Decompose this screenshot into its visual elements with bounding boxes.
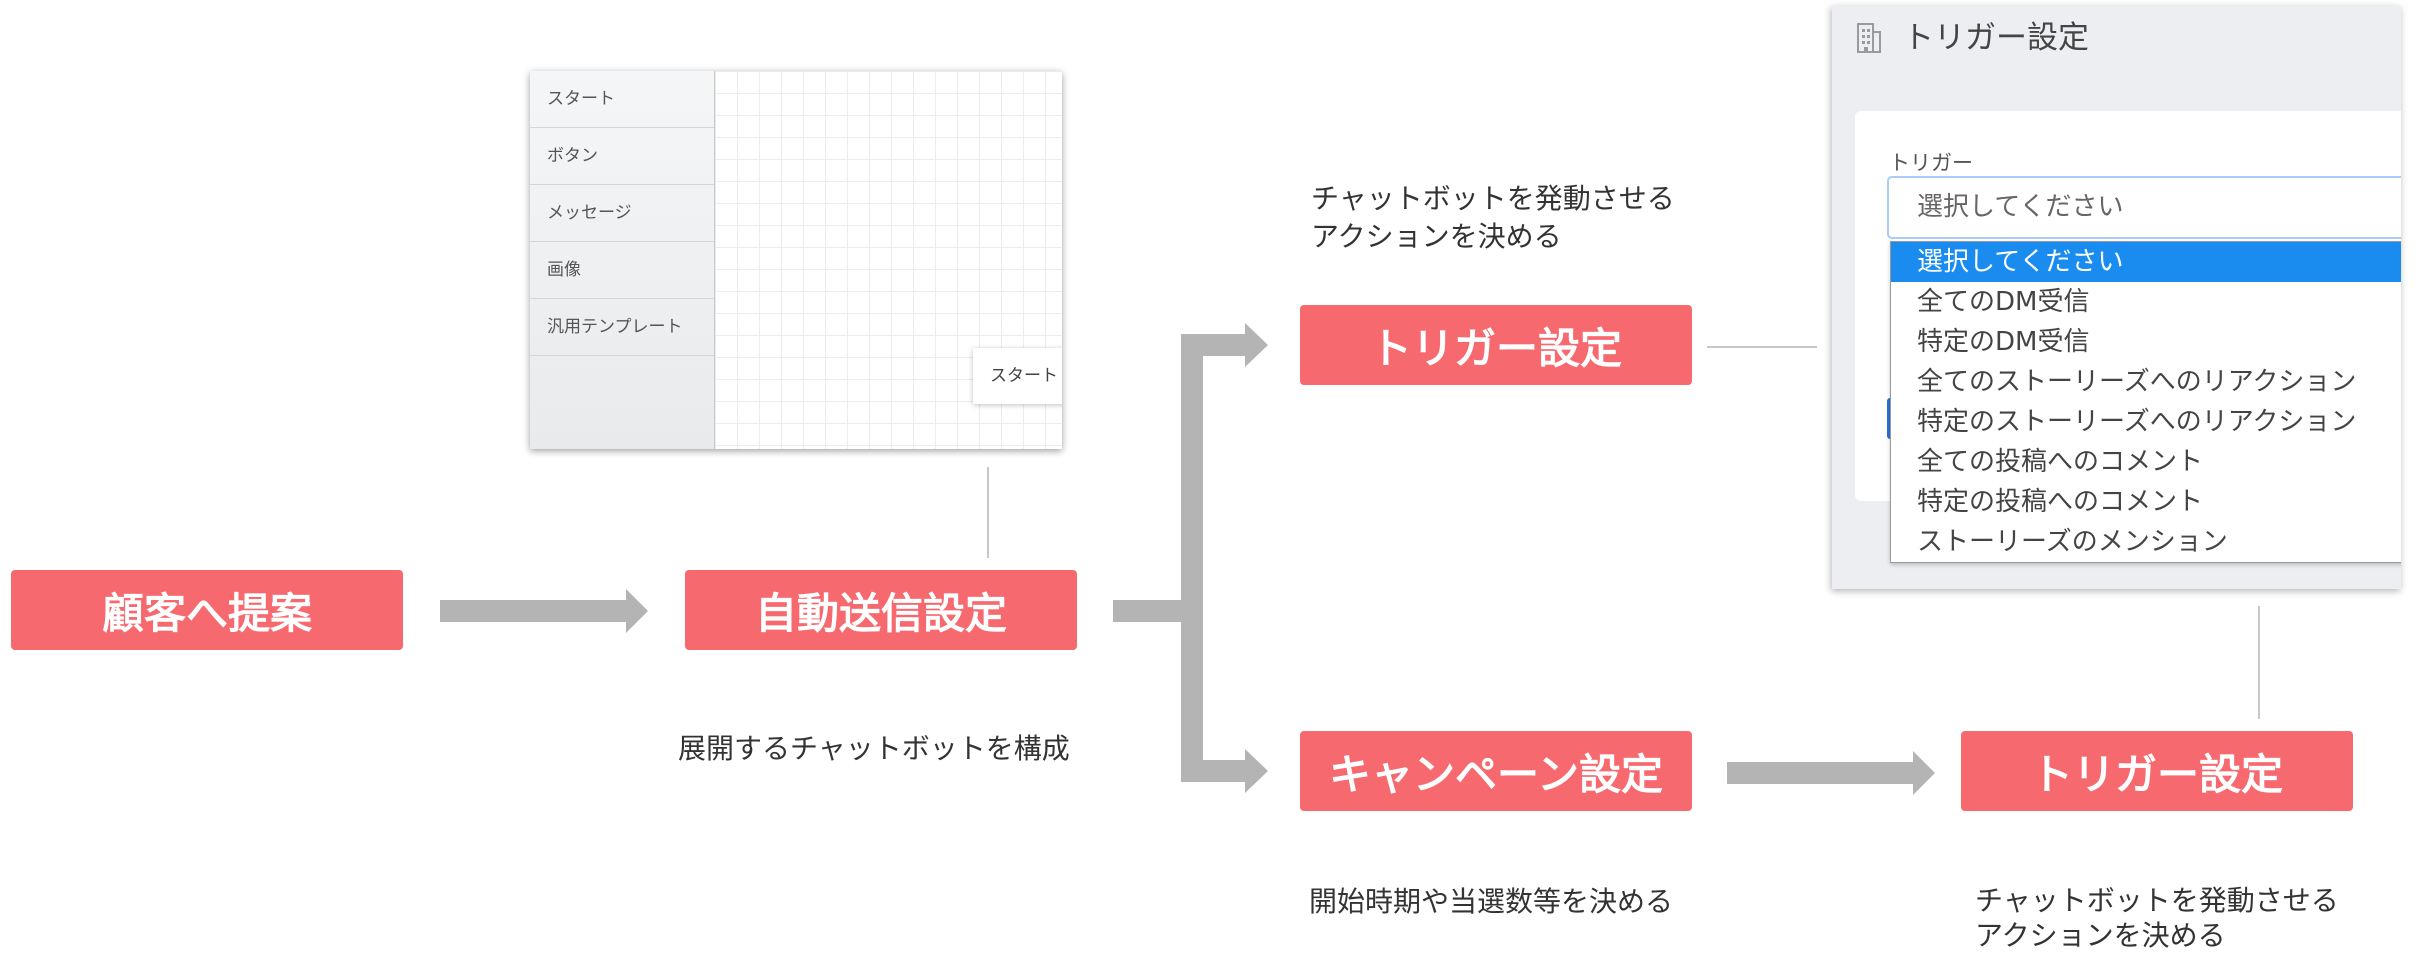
option-story-mention[interactable]: ストーリーズのメンション bbox=[1917, 527, 2228, 557]
option-all-post-comment[interactable]: 全ての投稿へのコメント bbox=[1917, 447, 2204, 477]
sidebar-item-button[interactable]: ボタン bbox=[530, 128, 714, 185]
trigger-bottom-caption-line-1: チャットボットを発動させる bbox=[1975, 884, 2339, 917]
start-node[interactable]: スタート bbox=[973, 348, 1062, 404]
arrow-to-trigger-top bbox=[1181, 323, 1268, 367]
builder-sidebar: スタート ボタン メッセージ 画像 汎用テンプレート bbox=[530, 71, 715, 449]
option-select-prompt[interactable]: 選択してください bbox=[1891, 242, 2401, 282]
step-proposal-label: 顧客へ提案 bbox=[101, 588, 312, 638]
option-all-story-reaction[interactable]: 全てのストーリーズへのリアクション bbox=[1917, 367, 2357, 397]
trigger-bottom-caption-line-2: アクションを決める bbox=[1975, 919, 2226, 952]
trigger-top-caption-line-1: チャットボットを発動させる bbox=[1311, 182, 1675, 215]
trigger-bottom-caption: チャットボットを発動させる アクションを決める bbox=[1975, 883, 2339, 953]
builder-canvas-grid: スタート bbox=[715, 71, 1062, 449]
step-campaign-box: キャンペーン設定 bbox=[1300, 731, 1692, 811]
trigger-select[interactable]: 選択してください bbox=[1887, 176, 2401, 239]
panel-title: トリガー設定 bbox=[1903, 20, 2089, 56]
step-trigger-bottom-label: トリガー設定 bbox=[2030, 749, 2283, 799]
step-trigger-top-box: トリガー設定 bbox=[1300, 305, 1692, 385]
option-specific-dm[interactable]: 特定のDM受信 bbox=[1917, 327, 2090, 357]
arrow-campaign-to-trigger bbox=[1727, 751, 1935, 795]
autosend-caption: 展開するチャットボットを構成 bbox=[678, 730, 1070, 767]
campaign-caption: 開始時期や当選数等を決める bbox=[1309, 883, 1673, 920]
option-specific-post-comment[interactable]: 特定の投稿へのコメント bbox=[1917, 487, 2204, 517]
step-proposal-box: 顧客へ提案 bbox=[11, 570, 403, 650]
trigger-top-caption: チャットボットを発動させる アクションを決める bbox=[1311, 180, 1675, 256]
chatbot-builder-preview: スタート ボタン メッセージ 画像 汎用テンプレート スタート bbox=[530, 71, 1062, 449]
step-autosend-box: 自動送信設定 bbox=[685, 570, 1077, 650]
branch-vertical-bar bbox=[1181, 334, 1203, 782]
step-campaign-label: キャンペーン設定 bbox=[1329, 749, 1663, 799]
branch-stem bbox=[1113, 600, 1193, 622]
step-trigger-top-label: トリガー設定 bbox=[1369, 323, 1622, 373]
option-specific-story-reaction[interactable]: 特定のストーリーズへのリアクション bbox=[1917, 407, 2357, 437]
start-node-label: スタート bbox=[990, 366, 1058, 386]
building-icon bbox=[1857, 23, 1881, 53]
sidebar-item-image[interactable]: 画像 bbox=[530, 242, 714, 299]
trigger-dropdown-list: 選択してください 全てのDM受信 特定のDM受信 全てのストーリーズへのリアクシ… bbox=[1890, 241, 2401, 563]
step-autosend-label: 自動送信設定 bbox=[754, 588, 1007, 638]
step-trigger-bottom-box: トリガー設定 bbox=[1961, 731, 2353, 811]
campaign-caption-line: 開始時期や当選数等を決める bbox=[1309, 885, 1674, 918]
arrow-to-campaign bbox=[1181, 749, 1268, 793]
sidebar-item-generic-template[interactable]: 汎用テンプレート bbox=[530, 299, 714, 356]
arrow-proposal-to-autosend bbox=[440, 589, 648, 633]
trigger-top-caption-line-2: アクションを決める bbox=[1311, 220, 1562, 253]
sidebar-item-message[interactable]: メッセージ bbox=[530, 185, 714, 242]
autosend-caption-line: 展開するチャットボットを構成 bbox=[678, 732, 1070, 765]
sidebar-item-start[interactable]: スタート bbox=[530, 71, 714, 128]
option-all-dm[interactable]: 全てのDM受信 bbox=[1917, 287, 2090, 317]
trigger-settings-panel: トリガー設定 トリガー 選択してください 選択してください 全てのDM受信 特定… bbox=[1832, 6, 2401, 589]
trigger-field-label: トリガー bbox=[1889, 151, 1973, 175]
